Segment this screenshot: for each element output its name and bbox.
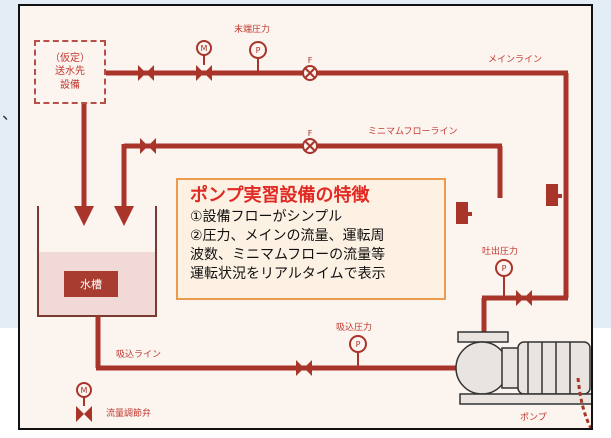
features-callout: ポンプ実習設備の特徴 ①設備フローがシンプル ②圧力、メインの流量、運転周 波数… xyxy=(176,178,446,300)
suction-pressure-label: 吸込圧力 xyxy=(336,323,373,333)
flow-symbol-1: F xyxy=(308,56,313,65)
water-tank xyxy=(37,206,157,317)
pump-label: ポンプ xyxy=(520,413,547,423)
drain-line xyxy=(576,377,591,428)
pressure-symbol-1: P xyxy=(256,46,261,55)
flow-transmitters xyxy=(456,184,562,224)
discharge-pressure-label: 吐出圧力 xyxy=(482,247,519,257)
source-box-line-1: （仮定） xyxy=(50,52,90,64)
valves xyxy=(76,65,532,422)
motor-symbol-2: M xyxy=(81,386,88,395)
end-pressure-label: 末端圧力 xyxy=(234,25,271,35)
suction-line-label: 吸込ライン xyxy=(116,350,162,360)
source-box-line-3: 設備 xyxy=(60,79,80,91)
pressure-gauges xyxy=(249,41,513,366)
flow-control-valve-label: 流量調節弁 xyxy=(106,409,152,419)
motor-symbol-1: M xyxy=(201,44,208,53)
callout-line-1: ①設備フローがシンプル xyxy=(190,208,343,225)
flow-meters xyxy=(302,65,318,154)
motor-actuators xyxy=(76,40,212,406)
callout-line-4: 運転状況をリアルタイムで表示 xyxy=(190,266,386,283)
suction-line xyxy=(95,316,458,371)
pump xyxy=(455,331,591,405)
pressure-symbol-2: P xyxy=(502,264,507,273)
callout-line-2: ②圧力、メインの流量、運転周 xyxy=(190,227,385,244)
flow-symbol-2: F xyxy=(308,129,313,138)
pump-flow-diagram: M M P P P F F xyxy=(18,4,593,430)
minimum-flow-line-label: ミニマムフローライン xyxy=(368,127,458,137)
callout-title: ポンプ実習設備の特徴 xyxy=(190,185,370,206)
source-equipment-box: （仮定） 送水先 設備 xyxy=(34,40,106,104)
source-box-line-2: 送水先 xyxy=(55,66,85,78)
main-line-label: メインライン xyxy=(488,55,543,65)
callout-line-3: 波数、ミニマムフローの流量等 xyxy=(190,247,386,264)
side-mark: 、 xyxy=(2,104,19,123)
pressure-symbol-3: P xyxy=(356,340,361,349)
tank-label: 水槽 xyxy=(64,271,118,297)
